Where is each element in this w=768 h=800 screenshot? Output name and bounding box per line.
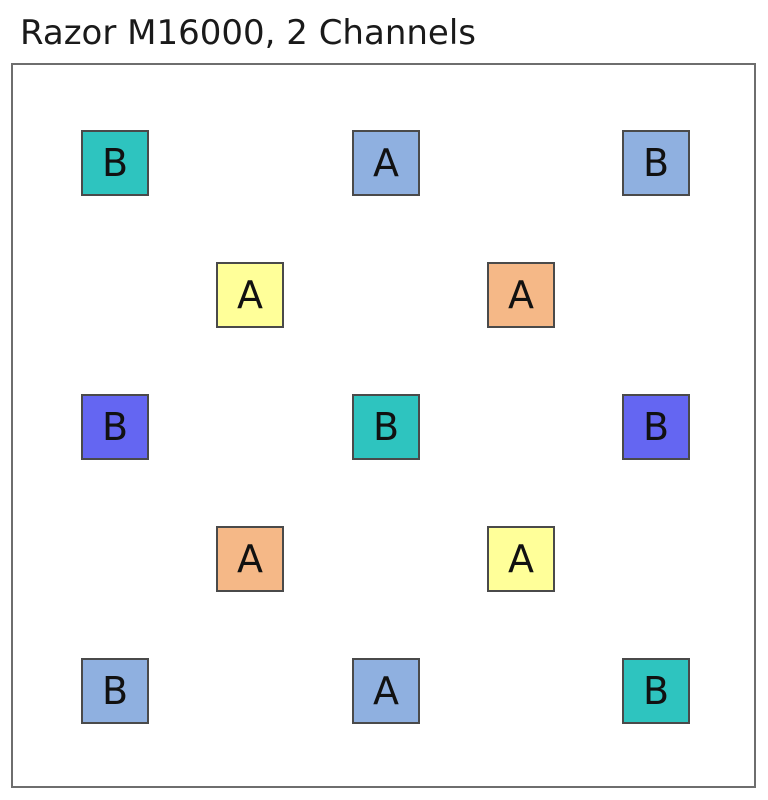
channel-cell: B	[622, 658, 690, 724]
channel-cell: A	[352, 658, 420, 724]
channel-cell: A	[216, 262, 284, 328]
channel-cell: B	[622, 394, 690, 460]
channel-cell: A	[487, 262, 555, 328]
channel-layout-frame: B A B A A B B B A A B A B	[11, 63, 756, 788]
channel-cell: B	[81, 130, 149, 196]
channel-cell: B	[622, 130, 690, 196]
diagram-title: Razor M16000, 2 Channels	[20, 13, 476, 53]
channel-cell: A	[352, 130, 420, 196]
channel-cell: B	[352, 394, 420, 460]
channel-cell: A	[487, 526, 555, 592]
channel-cell: B	[81, 394, 149, 460]
channel-cell: A	[216, 526, 284, 592]
channel-cell: B	[81, 658, 149, 724]
